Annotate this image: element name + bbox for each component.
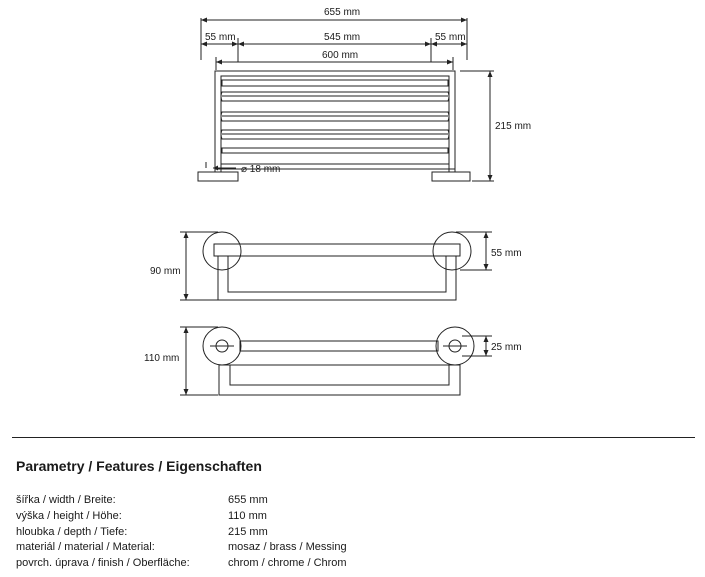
spec-label: šířka / width / Breite:	[16, 494, 116, 506]
dim-right-offset: 55 mm	[435, 32, 466, 43]
spec-row-height: výška / height / Höhe: 110 mm	[16, 509, 347, 525]
spec-row-material: materiál / material / Material: mosaz / …	[16, 540, 347, 556]
dim-side-depth: 90 mm	[150, 266, 181, 277]
dim-side-offset: 55 mm	[491, 248, 522, 259]
dim-overall-width: 655 mm	[324, 7, 360, 18]
dim-left-offset: 55 mm	[205, 32, 236, 43]
dim-top-offset: 25 mm	[491, 342, 522, 353]
dim-rod-diameter: ⌀ 18 mm	[241, 164, 280, 175]
spec-label: materiál / material / Material:	[16, 541, 155, 554]
spec-label: povrch. úprava / finish / Oberfläche:	[16, 557, 190, 570]
spec-row-width: šířka / width / Breite: 655 mm	[16, 493, 347, 509]
dim-inner-width: 600 mm	[322, 50, 358, 61]
dim-top-depth: 110 mm	[144, 353, 179, 364]
spec-row-finish: povrch. úprava / finish / Oberfläche: ch…	[16, 556, 347, 572]
spec-row-depth: hloubka / depth / Tiefe: 215 mm	[16, 525, 347, 541]
spec-label: výška / height / Höhe:	[16, 509, 122, 522]
specs-table: šířka / width / Breite: 655 mm výška / h…	[16, 493, 347, 572]
spec-value: 110 mm	[228, 509, 267, 522]
spec-label: hloubka / depth / Tiefe:	[16, 525, 128, 538]
technical-drawing: 655 mm 55 mm 545 mm 55 mm 600 mm 215 mm …	[144, 7, 531, 396]
spec-value: chrom / chrome / Chrom	[228, 557, 347, 570]
spec-value: 215 mm	[228, 525, 268, 538]
dim-center-span: 545 mm	[324, 32, 360, 43]
spec-value: 655 mm	[228, 494, 268, 506]
dim-height: 215 mm	[495, 121, 531, 132]
section-divider	[12, 437, 695, 438]
spec-value: mosaz / brass / Messing	[228, 541, 347, 554]
specs-title: Parametry / Features / Eigenschaften	[16, 458, 262, 474]
